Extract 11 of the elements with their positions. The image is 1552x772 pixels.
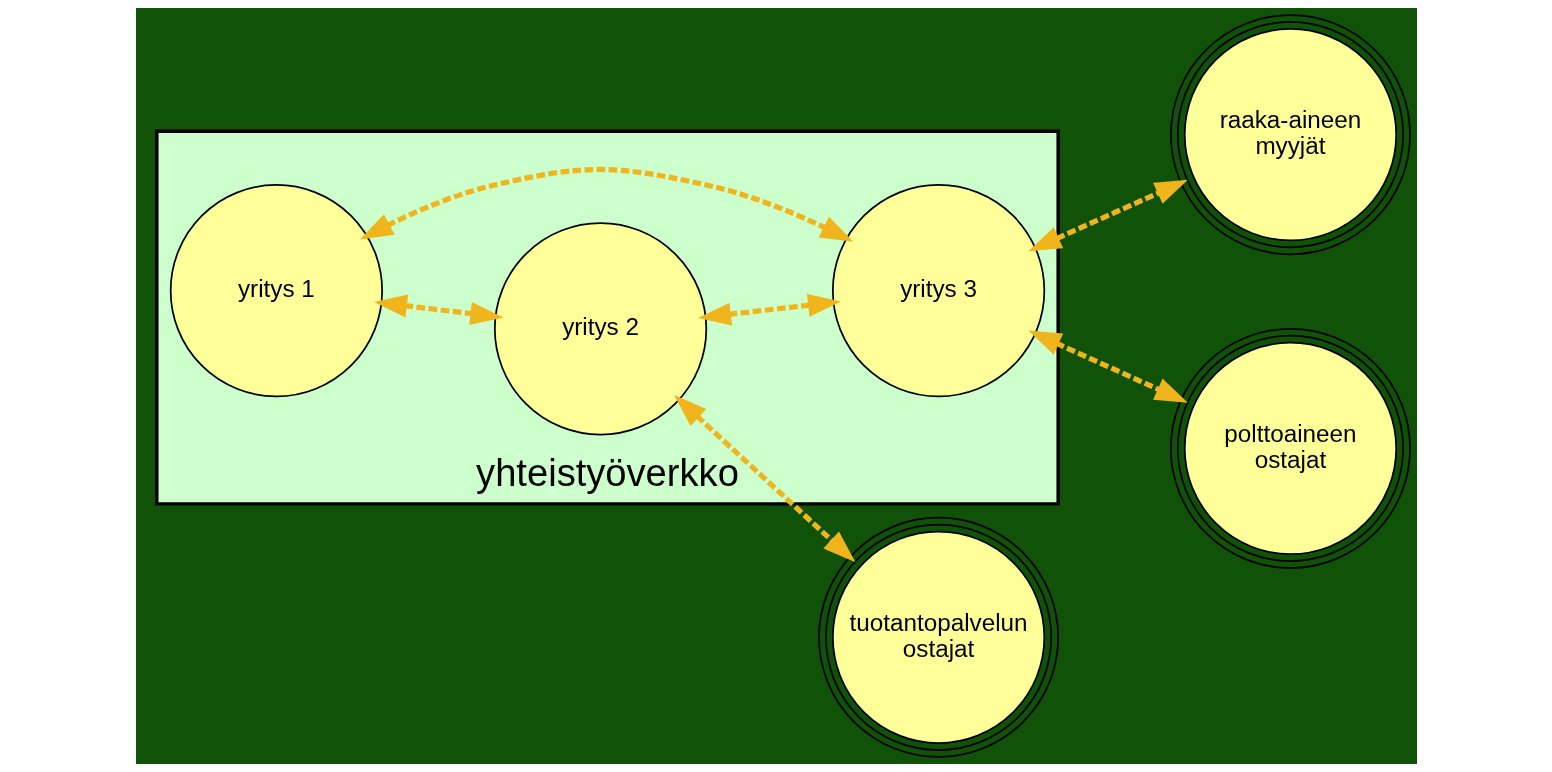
node-circle: tuotantopalvelun ostajat: [817, 516, 1059, 758]
node-circle: polttoaineen ostajat: [1169, 327, 1411, 569]
arrow: [697, 293, 841, 326]
node-circle: raaka-aineen myyjät: [1169, 14, 1411, 256]
arrow: [373, 294, 503, 326]
arrow: [1027, 330, 1188, 403]
node-circle: yritys 3: [831, 184, 1045, 398]
arrow: [673, 395, 855, 563]
node-circle: yritys 1: [169, 184, 383, 398]
arrow: [1027, 179, 1188, 252]
arrow: [359, 166, 853, 242]
